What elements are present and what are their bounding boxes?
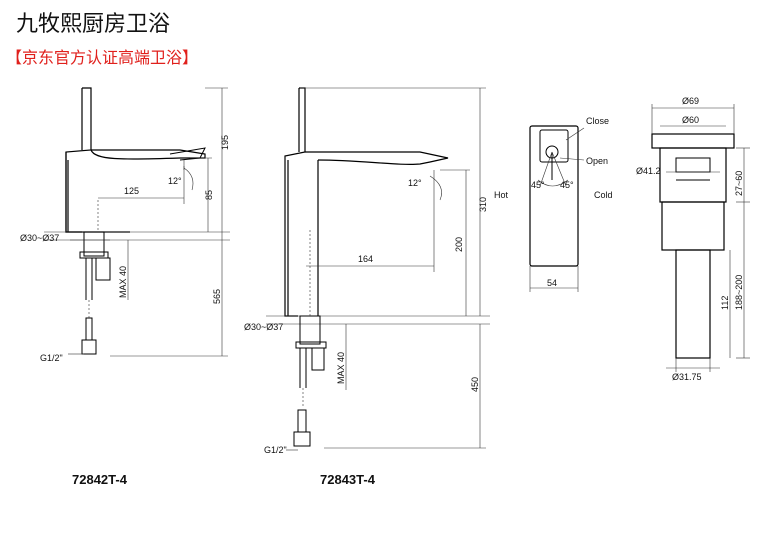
short-model-label: 72842T-4 (72, 472, 128, 487)
tall-dim-310: 310 (478, 197, 488, 212)
short-dim-125: 125 (124, 186, 139, 196)
drain-dim-body: Ø41.2 (636, 166, 661, 176)
short-dim-thread: G1/2" (40, 353, 63, 363)
tall-dim-200: 200 (454, 237, 464, 252)
tall-dim-164: 164 (358, 254, 373, 264)
drain-dim-range-small: 27~60 (734, 171, 744, 196)
short-dim-angle: 12° (168, 176, 182, 186)
short-dim-hole: Ø30~Ø37 (20, 233, 59, 243)
drain-dim-length: 112 (720, 296, 730, 310)
tall-dim-max: MAX 40 (336, 352, 346, 384)
drain-dim-pipe: Ø31.75 (672, 372, 702, 382)
short-dim-565: 565 (212, 289, 222, 304)
tall-dim-thread: G1/2" (264, 445, 287, 455)
drain-drawing (651, 104, 750, 372)
handle-label-hot: Hot (494, 190, 509, 200)
handle-top-view-drawing (529, 125, 585, 292)
short-dim-85: 85 (204, 190, 214, 200)
tall-dim-450: 450 (470, 377, 480, 392)
faucet-short-drawing (44, 87, 230, 357)
handle-label-close: Close (586, 116, 609, 126)
page-subtitle: 【京东官方认证高端卫浴】 (6, 48, 199, 67)
handle-angle-left: 45° (531, 180, 545, 190)
handle-angle-right: 45° (560, 180, 574, 190)
drain-dim-cap-inner: Ø60 (682, 115, 699, 125)
faucet-tall-drawing (266, 87, 490, 451)
drain-dim-range-total: 188~200 (734, 275, 744, 310)
tall-dim-hole: Ø30~Ø37 (244, 322, 283, 332)
short-dim-max: MAX 40 (118, 266, 128, 298)
tall-dim-angle: 12° (408, 178, 422, 188)
tall-model-label: 72843T-4 (320, 472, 376, 487)
page-title: 九牧熙厨房卫浴 (16, 12, 171, 37)
handle-dim-width: 54 (547, 278, 557, 288)
handle-label-open: Open (586, 156, 608, 166)
handle-label-cold: Cold (594, 190, 613, 200)
short-dim-195: 195 (220, 135, 230, 150)
drain-dim-cap-outer: Ø69 (682, 96, 699, 106)
